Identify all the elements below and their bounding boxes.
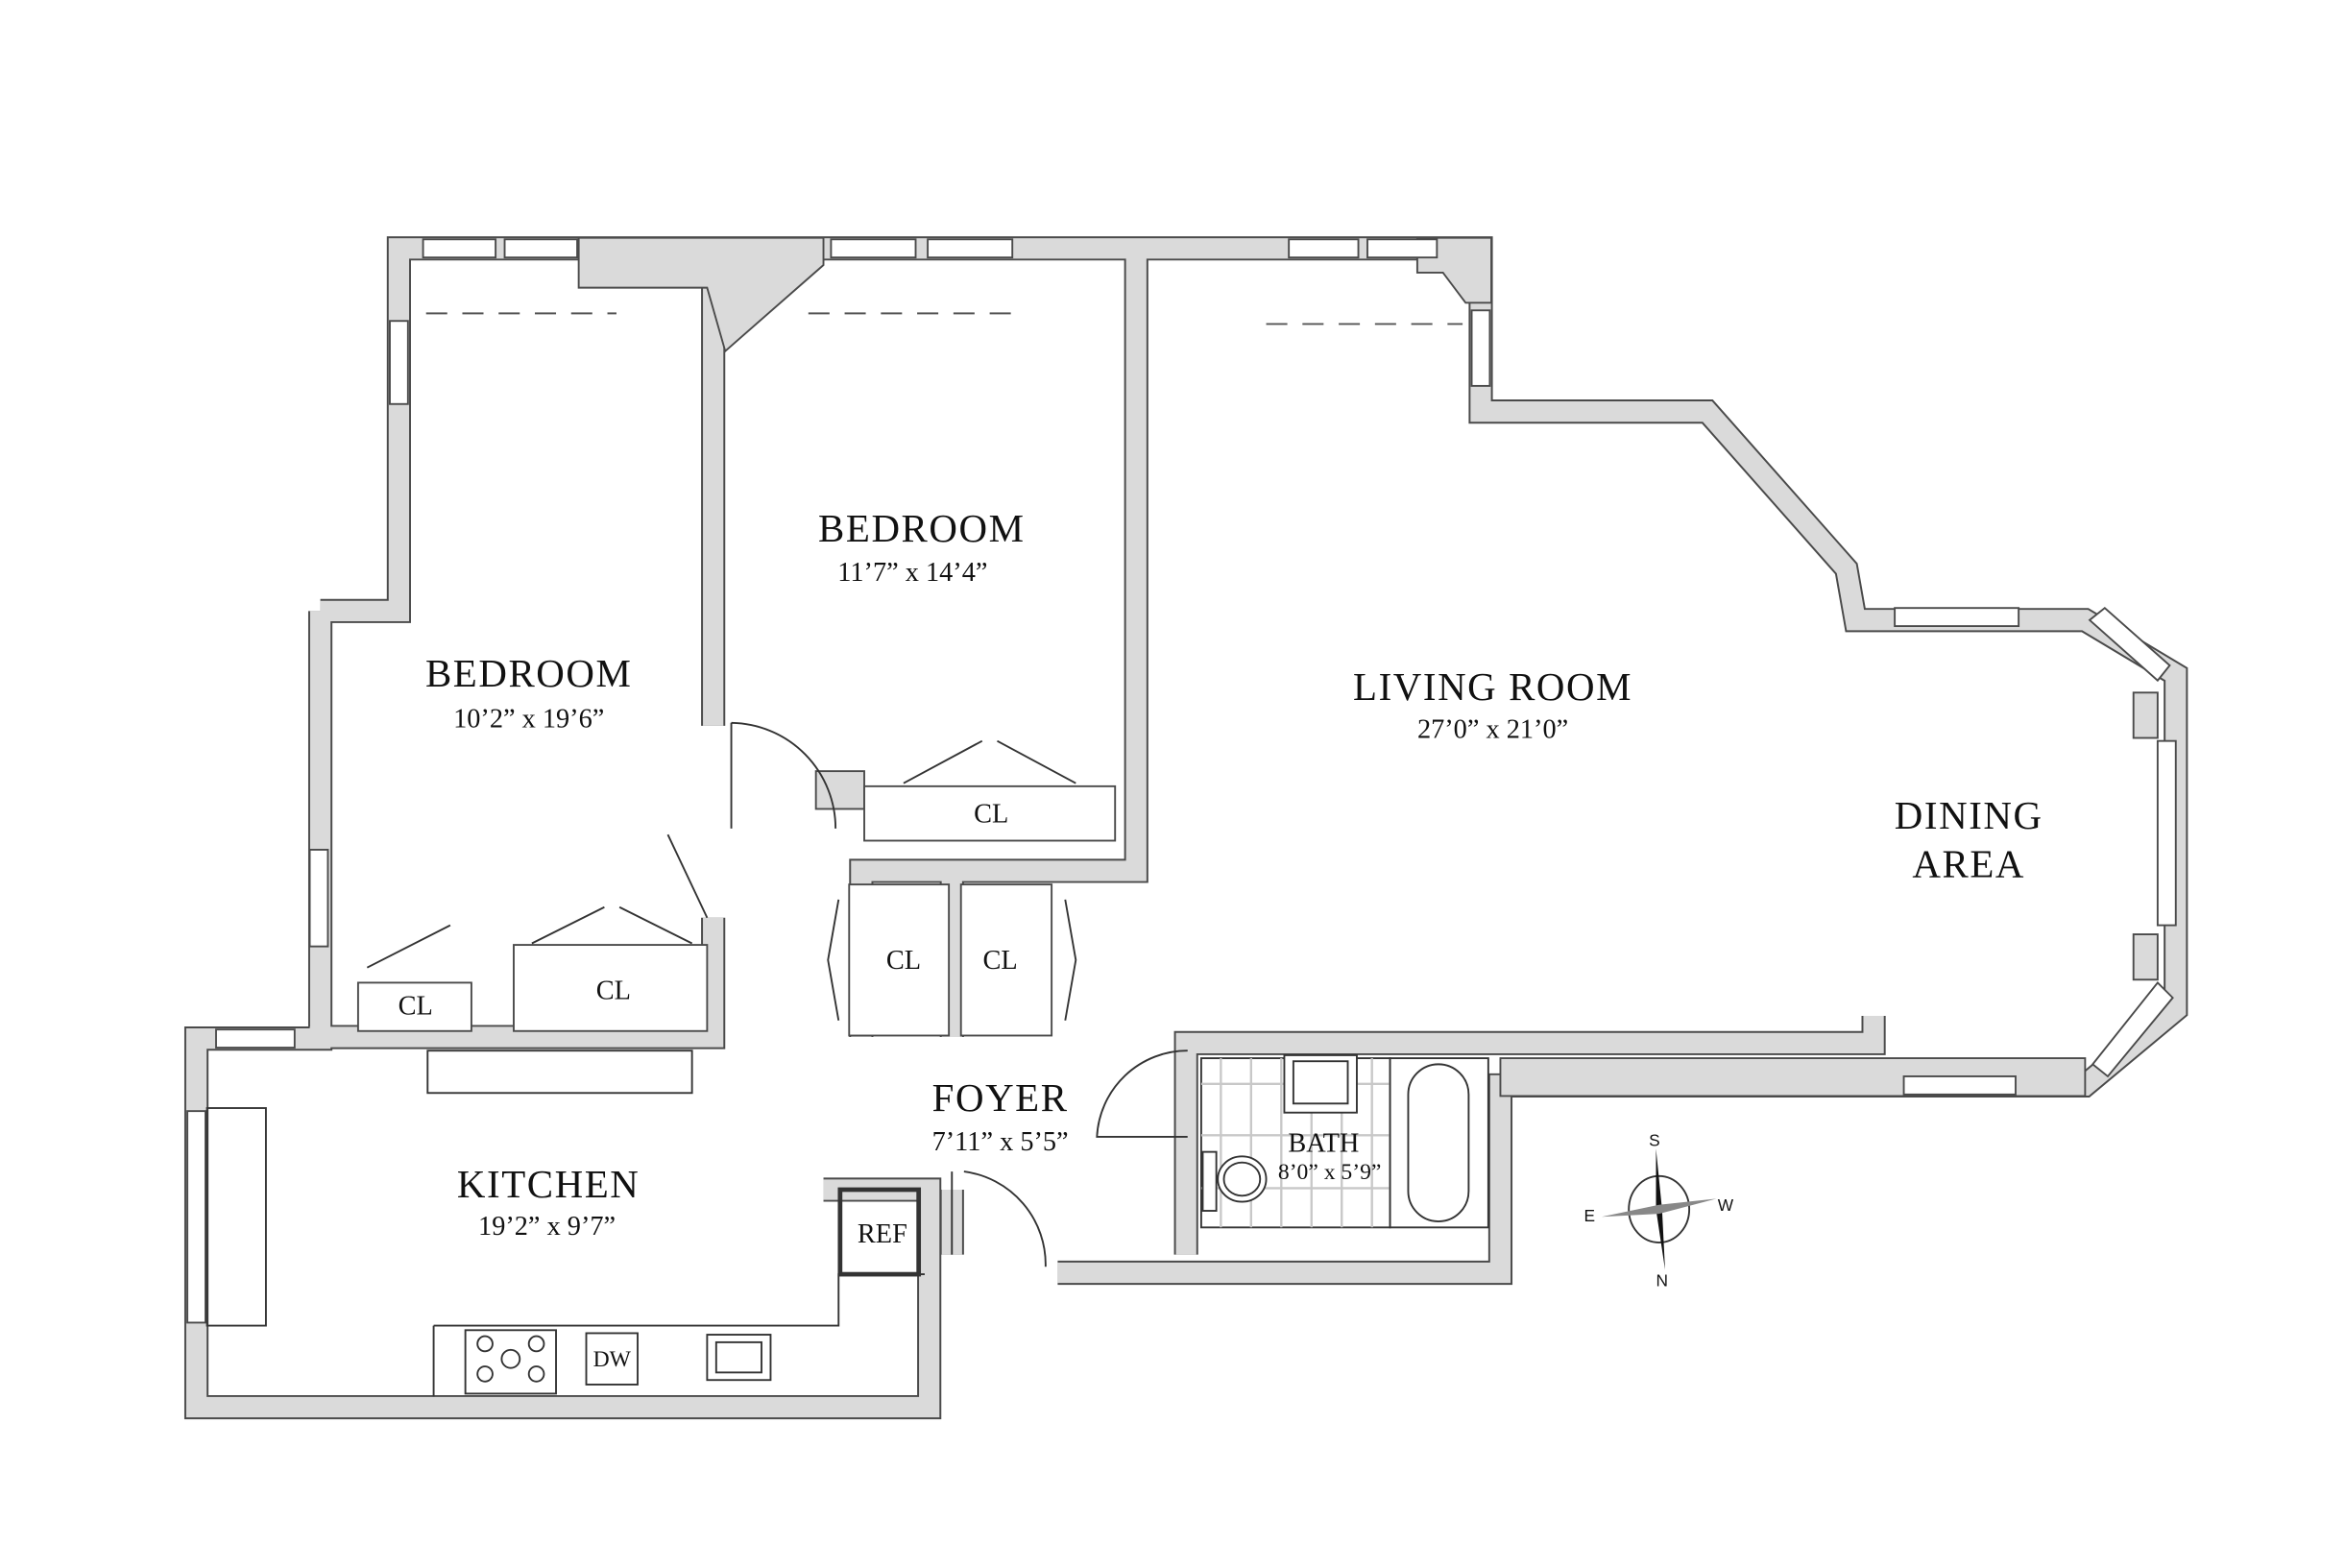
- window-seat-lines: [425, 312, 1463, 326]
- dishwasher-icon: [585, 1332, 639, 1386]
- doors: [730, 721, 1188, 1267]
- kitchen-dims: 19’2” x 9’7”: [478, 1212, 616, 1242]
- living-room-label: LIVING ROOM: [1353, 665, 1632, 709]
- dining-area-label-1: DINING: [1895, 794, 2043, 837]
- bath-label: BATH: [1288, 1129, 1359, 1159]
- closet-label: CL: [886, 946, 921, 976]
- bedroom-2-label: BEDROOM: [818, 507, 1025, 550]
- closet-label: CL: [596, 977, 631, 1006]
- labels: BEDROOM 10’2” x 19’6” BEDROOM 11’7” x 14…: [399, 507, 2043, 1372]
- windows: [186, 238, 2177, 1324]
- dining-area-label-2: AREA: [1912, 842, 2025, 885]
- foyer-label: FOYER: [932, 1076, 1069, 1120]
- kitchen-sink-icon: [706, 1334, 772, 1382]
- bath-fixtures: [1199, 1053, 1489, 1229]
- compass-south: S: [1649, 1130, 1660, 1149]
- compass-west: W: [1718, 1195, 1734, 1215]
- kitchen-label: KITCHEN: [457, 1163, 640, 1206]
- closet-label: CL: [399, 991, 433, 1021]
- bath-sink-icon: [1283, 1053, 1358, 1114]
- living-room-dims: 27’0” x 21’0”: [1417, 715, 1568, 745]
- compass-north: N: [1656, 1271, 1669, 1291]
- kitchen-fixtures: [205, 1107, 925, 1397]
- closets: [356, 739, 1117, 1095]
- stove-icon: [464, 1329, 557, 1395]
- compass: S N E W: [1583, 1130, 1733, 1290]
- compass-east: E: [1583, 1206, 1595, 1225]
- bath-dims: 8’0” x 5’9”: [1278, 1160, 1381, 1185]
- bedroom-1-label: BEDROOM: [425, 652, 632, 695]
- foyer-dims: 7’11” x 5’5”: [932, 1127, 1069, 1157]
- closet-label: CL: [974, 800, 1008, 830]
- refrigerator-label: REF: [858, 1219, 907, 1249]
- closet-label: CL: [983, 946, 1018, 976]
- bedroom-1-dims: 10’2” x 19’6”: [453, 704, 604, 734]
- toilet-icon: [1201, 1150, 1268, 1212]
- bedroom-2-dims: 11’7” x 14’4”: [837, 558, 987, 588]
- dishwasher-label: DW: [593, 1347, 632, 1372]
- bathtub-icon: [1407, 1063, 1470, 1222]
